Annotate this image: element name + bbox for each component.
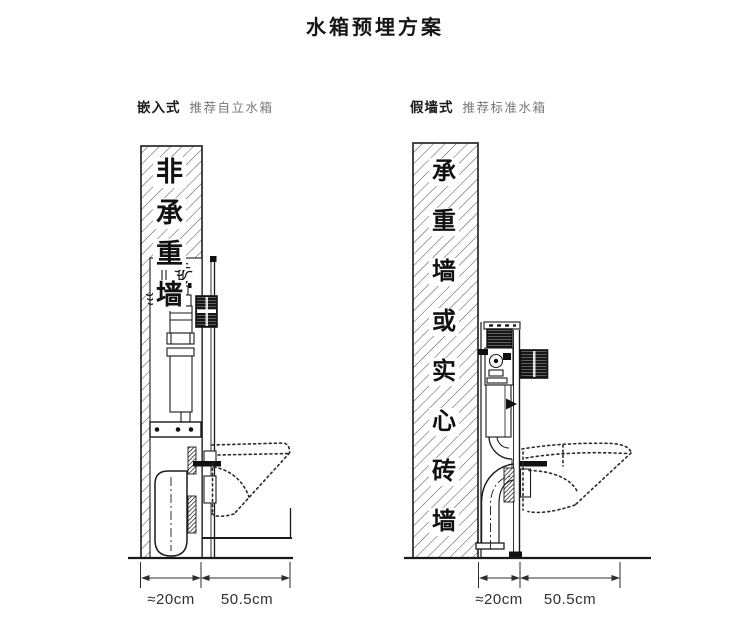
- dimension-lines: [478, 562, 621, 588]
- load-bearing-wall-label: 承重墙或实心砖墙: [429, 158, 459, 536]
- false-wall-type-label: 假墙式: [410, 100, 454, 115]
- load-bearing-wall-section: [412, 142, 479, 559]
- embedded-install-width-label: 50.5cm: [220, 591, 274, 608]
- wall-label-char: 墙: [153, 280, 186, 311]
- embedded-figure-caption: 嵌入式 推荐自立水箱: [137, 96, 274, 116]
- false-wall-figure-caption: 假墙式 推荐标准水箱: [410, 96, 547, 116]
- wall-label-char: 重: [429, 208, 459, 236]
- floor-lines: [128, 508, 293, 560]
- false-wall-recess-depth-label: ≈20cm: [475, 591, 523, 608]
- drain-elbow: [475, 463, 514, 550]
- standard-water-tank: [478, 321, 521, 438]
- wall-label-char: 重: [153, 239, 186, 270]
- embedded-recommendation-label: 推荐自立水箱: [189, 101, 274, 115]
- false-wall-install-width-label: 50.5cm: [543, 591, 597, 608]
- wall-label-char: 实: [429, 358, 459, 386]
- mounting-bracket: [149, 421, 202, 438]
- toilet-outline: [521, 442, 632, 514]
- wall-label-char: 砖: [429, 458, 459, 486]
- wall-label-char: 承: [153, 198, 186, 229]
- wall-label-char: 承: [429, 158, 459, 186]
- toilet-outline: [210, 442, 291, 518]
- wall-label-char: 非: [153, 157, 186, 188]
- flush-panel: [519, 349, 549, 379]
- wall-label-char: 心: [429, 408, 459, 436]
- wall-label-char: 墙: [429, 508, 459, 536]
- wall-label-char: 墙: [429, 258, 459, 286]
- flush-panel: [195, 295, 218, 328]
- wall-label-char: 或: [429, 308, 459, 336]
- flow-right-arrow-icon: [506, 398, 517, 410]
- page-title: 水箱预埋方案: [306, 17, 444, 39]
- dimension-lines: [140, 562, 291, 588]
- false-wall-recommendation-label: 推荐标准水箱: [462, 101, 547, 115]
- false-wall-install-diagram: [404, 142, 651, 588]
- embedded-type-label: 嵌入式: [137, 100, 181, 115]
- non-bearing-wall-label: 非承重墙: [153, 157, 186, 311]
- drain-elbow: [154, 470, 188, 557]
- embedded-recess-depth-label: ≈20cm: [147, 591, 195, 608]
